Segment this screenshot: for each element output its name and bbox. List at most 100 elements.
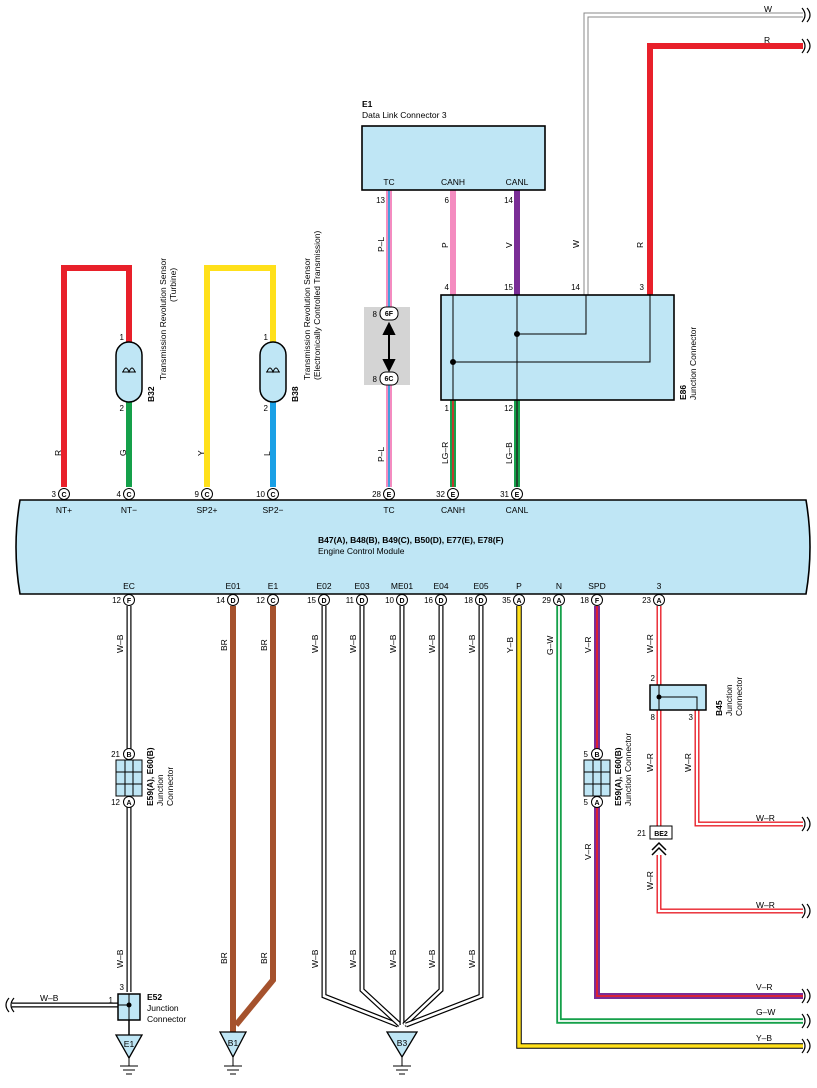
ecm-top-pin-num: 31 bbox=[500, 490, 509, 499]
ecm-top-pin-conn: C bbox=[270, 492, 275, 499]
ecm-bottom-pins: EC 12 F E01 14 D E1 12 C E02 15 D E03 11… bbox=[112, 581, 662, 605]
e59l-conn-a: A bbox=[126, 800, 131, 807]
wire-label: V–R bbox=[583, 843, 593, 860]
wire-label: W–B bbox=[427, 949, 437, 968]
b45-pin-2: 2 bbox=[651, 674, 656, 683]
ground-e1-label: E1 bbox=[124, 1039, 135, 1049]
ecm-top-pin-label: NT+ bbox=[56, 505, 72, 515]
e86-pin-4: 4 bbox=[445, 283, 450, 292]
ecm-bottom-pin-label: P bbox=[516, 581, 522, 591]
wire-label: L bbox=[262, 451, 272, 456]
ecm-bottom-pin-label: E03 bbox=[354, 581, 369, 591]
b32-name: Transmission Revolution Sensor bbox=[158, 258, 168, 380]
ecm-bottom-pin-label: SPD bbox=[588, 581, 605, 591]
ecm-bottom-pin-label: EC bbox=[123, 581, 135, 591]
e86-pin-12: 12 bbox=[504, 404, 513, 413]
wire-label: V–R bbox=[756, 982, 773, 992]
dlc-pin-13: 13 bbox=[376, 196, 385, 205]
wire-label: R bbox=[764, 35, 770, 45]
ecm-top-pin-label: SP2− bbox=[262, 505, 283, 515]
b45-pin-3: 3 bbox=[689, 713, 694, 722]
ecm-bottom-pin-conn: D bbox=[438, 598, 443, 605]
ecm-bottom-pin-num: 18 bbox=[580, 596, 589, 605]
wire-y-b38 bbox=[204, 265, 276, 487]
dlc-pin-6: 6 bbox=[445, 196, 450, 205]
inline-arrow bbox=[382, 321, 396, 373]
ecm-bottom-pin-label: 3 bbox=[657, 581, 662, 591]
e59r-conn-a: A bbox=[594, 800, 599, 807]
be2-code: BE2 bbox=[654, 831, 668, 838]
ecm-top-pin-conn: E bbox=[515, 492, 520, 499]
e59-right-connector bbox=[583, 759, 611, 797]
b45-pin-8: 8 bbox=[651, 713, 656, 722]
wire-label: BR bbox=[219, 639, 229, 651]
ecm-bottom-pin-num: 15 bbox=[307, 596, 316, 605]
wire-label: W–B bbox=[115, 949, 125, 968]
ecm-bottom-pin-conn: A bbox=[516, 598, 521, 605]
ecm-top-pin-label: CANL bbox=[506, 505, 529, 515]
b45-id: B45 bbox=[714, 700, 724, 716]
dlc-label-canh: CANH bbox=[441, 177, 465, 187]
wire-label: W–B bbox=[388, 949, 398, 968]
wire-label: Y–B bbox=[756, 1033, 772, 1043]
ground-b1-icon bbox=[218, 1031, 248, 1075]
wire-gw-n bbox=[556, 606, 803, 1024]
wire-label: W–B bbox=[427, 634, 437, 653]
ground-e1-icon bbox=[114, 1034, 144, 1075]
ecm-top-pin-label: NT− bbox=[121, 505, 137, 515]
ecm-top-pin-conn: E bbox=[451, 492, 456, 499]
dlc-label-canl: CANL bbox=[506, 177, 529, 187]
e52-pin-3: 3 bbox=[120, 983, 125, 992]
wire-label: Y–B bbox=[505, 637, 515, 653]
wire-yb-p bbox=[516, 606, 803, 1049]
ecm-top-pin-conn: C bbox=[204, 492, 209, 499]
wire-label: P–L bbox=[376, 447, 386, 462]
e86-box bbox=[440, 294, 675, 401]
wire-label: W–B bbox=[388, 634, 398, 653]
ecm-bottom-pin-label: E04 bbox=[433, 581, 448, 591]
ecm-bottom-pin-num: 12 bbox=[112, 596, 121, 605]
e52-name: Junction bbox=[147, 1003, 179, 1013]
e59r-name: Junction Connector bbox=[623, 733, 633, 806]
wire-label: W–B bbox=[467, 634, 477, 653]
e59l-name2: Connector bbox=[165, 767, 175, 806]
wire-label: W–B bbox=[310, 634, 320, 653]
ecm-top-pin-label: SP2+ bbox=[196, 505, 217, 515]
e59l-id: E59(A), E60(B) bbox=[145, 747, 155, 806]
wire-label: P–L bbox=[376, 237, 386, 252]
b32-pin-1: 1 bbox=[120, 333, 125, 342]
ecm-name: Engine Control Module bbox=[318, 546, 405, 556]
e86-pin-3: 3 bbox=[640, 283, 645, 292]
wire-label: W–B bbox=[348, 949, 358, 968]
wire-label: R bbox=[635, 242, 645, 248]
wire-w-e86 bbox=[583, 12, 803, 295]
inline-bottom-num: 8 bbox=[373, 375, 378, 384]
ecm-bottom-pin-conn: C bbox=[270, 598, 275, 605]
wire-label: BR bbox=[259, 952, 269, 964]
e52-name2: Connector bbox=[147, 1014, 186, 1024]
wire-label: W–B bbox=[467, 949, 477, 968]
b32-pin-2: 2 bbox=[120, 404, 125, 413]
ecm-id: B47(A), B48(B), B49(C), B50(D), E77(E), … bbox=[318, 535, 504, 545]
ecm-top-pin-conn: C bbox=[61, 492, 66, 499]
dlc-label-tc: TC bbox=[383, 177, 394, 187]
wire-label: W–R bbox=[645, 634, 655, 653]
b45-name: Junction bbox=[724, 684, 734, 716]
b45-connector bbox=[649, 684, 707, 711]
ecm-top-pin-num: 10 bbox=[256, 490, 265, 499]
wire-vr-spd bbox=[594, 606, 803, 999]
e52-id: E52 bbox=[147, 992, 162, 1002]
e59l-pin-12: 12 bbox=[111, 798, 120, 807]
wire-wb-ground-group bbox=[321, 606, 484, 1028]
ecm-bottom-pin-conn: D bbox=[359, 598, 364, 605]
e59l-name: Junction bbox=[155, 774, 165, 806]
inline-top-num: 8 bbox=[373, 310, 378, 319]
wire-color-labels: W R R G Y L P–L P–L P V W R LG–R LG–B W–… bbox=[40, 4, 775, 1043]
wire-wr-b45 bbox=[656, 606, 803, 914]
dlc-box bbox=[361, 125, 546, 191]
wire-label: G–W bbox=[545, 636, 555, 655]
dlc-name: Data Link Connector 3 bbox=[362, 110, 447, 120]
ecm-bottom-pin-conn: D bbox=[399, 598, 404, 605]
be2-pin: 21 bbox=[637, 829, 646, 838]
inline-6c bbox=[379, 371, 399, 386]
